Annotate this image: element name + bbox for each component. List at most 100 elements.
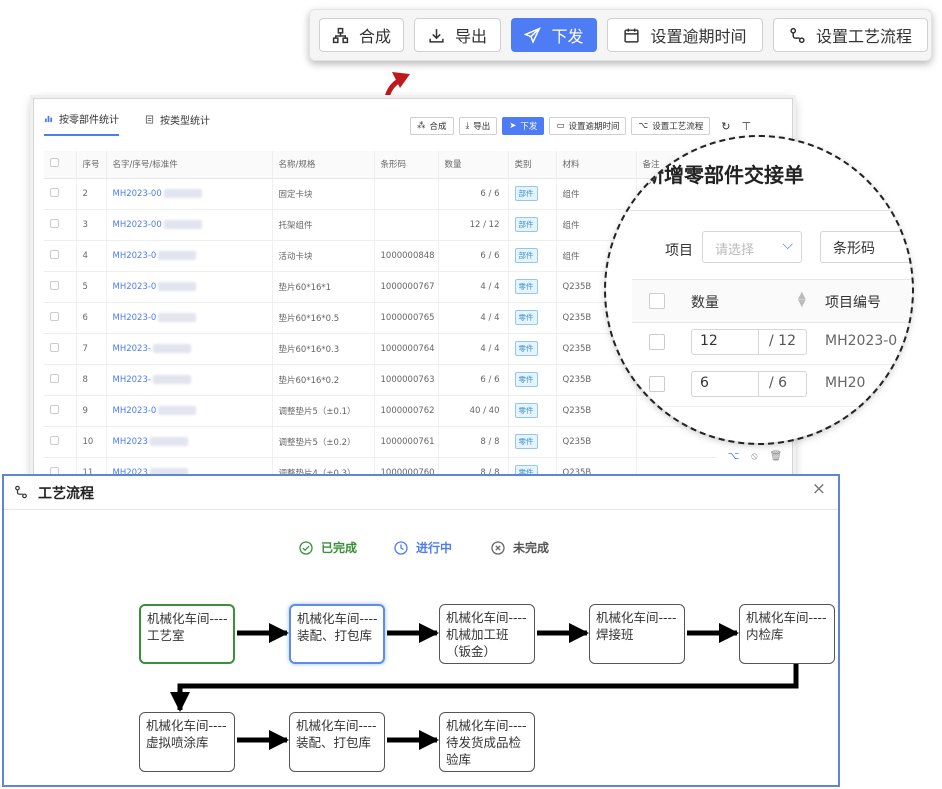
row-checkbox-cell[interactable]: [44, 426, 77, 458]
col-quantity[interactable]: 数量: [438, 151, 509, 179]
flow-node[interactable]: 机械化车间----虚拟喷涂库: [139, 712, 235, 772]
row-checkbox-cell[interactable]: [44, 209, 77, 241]
col-name[interactable]: 名称/规格: [272, 151, 375, 179]
app-toolbar: ⁂合成 ⤓导出 ➤下发 ▭设置逾期时间 ⌥设置工艺流程 ↻ ⊤: [410, 117, 751, 135]
part-code-link[interactable]: MH2023-00: [112, 219, 162, 230]
part-code-cell[interactable]: MH2023-00: [106, 209, 273, 241]
quantity-input[interactable]: 6: [691, 371, 759, 397]
part-code-link[interactable]: MH2023-00: [112, 188, 162, 199]
disable-icon[interactable]: ⦸: [751, 451, 758, 462]
row-checkbox[interactable]: [649, 376, 665, 392]
row-checkbox-cell[interactable]: [44, 395, 77, 427]
export-button[interactable]: 导出: [414, 18, 501, 52]
select-all-cell[interactable]: [44, 151, 77, 179]
quantity-total: / 12: [759, 329, 807, 355]
part-code-cell[interactable]: MH2023-0: [106, 302, 273, 334]
flow-node[interactable]: 机械化车间----内检库: [739, 604, 835, 664]
type-cell: 零件: [508, 333, 557, 365]
part-code-cell[interactable]: MH2023-0: [106, 240, 273, 272]
type-cell: 零件: [508, 395, 557, 427]
refresh-icon[interactable]: ↻: [721, 119, 731, 133]
row-checkbox[interactable]: [50, 373, 59, 383]
flow-node[interactable]: 机械化车间----装配、打包库: [289, 604, 385, 664]
app-merge-button[interactable]: ⁂合成: [410, 117, 454, 135]
part-code-cell[interactable]: MH2023-0: [106, 271, 273, 303]
row-checkbox[interactable]: [649, 334, 665, 350]
part-code-cell[interactable]: MH2023-: [106, 333, 273, 365]
barcode: 1000000762: [374, 395, 439, 427]
row-checkbox-cell[interactable]: [44, 364, 77, 396]
app-set-process-button[interactable]: ⌥设置工艺流程: [631, 117, 711, 135]
part-code-link[interactable]: MH2023-: [112, 374, 151, 385]
row-checkbox[interactable]: [50, 435, 59, 445]
row-checkbox[interactable]: [50, 342, 59, 352]
tab-by-part[interactable]: 按零部件统计: [44, 111, 119, 136]
part-code-link[interactable]: MH2023-0: [112, 405, 157, 416]
part-code-link[interactable]: MH2023-0: [112, 250, 157, 261]
column-settings-icon[interactable]: ⊤: [741, 119, 752, 133]
row-checkbox[interactable]: [50, 404, 59, 414]
sort-icon[interactable]: ▲▼: [798, 290, 806, 309]
quantity-input[interactable]: 12: [691, 329, 759, 355]
select-all-checkbox[interactable]: [649, 293, 665, 309]
flow-node[interactable]: 机械化车间----机械加工班（钣金）: [439, 604, 535, 664]
part-code-cell[interactable]: MH2023-00: [106, 178, 273, 210]
col-type[interactable]: 类别: [508, 151, 557, 179]
col-material[interactable]: 材料: [556, 151, 637, 179]
app-export-label: 导出: [473, 122, 491, 132]
flow-icon[interactable]: ⌥: [727, 451, 740, 462]
dispatch-button[interactable]: 下发: [511, 18, 597, 52]
part-code-link[interactable]: MH2023-: [112, 343, 151, 354]
chevron-down-icon: ⌵: [782, 237, 793, 253]
export-label: 导出: [454, 27, 487, 46]
app-set-overdue-button[interactable]: ▭设置逾期时间: [549, 117, 627, 135]
col-code[interactable]: 名字/序号/标准件: [106, 151, 273, 179]
search-type-select[interactable]: 条形码: [820, 231, 912, 263]
row-checkbox-cell[interactable]: [44, 333, 77, 365]
barcode: 1000000761: [374, 426, 439, 458]
row-checkbox-cell[interactable]: [44, 302, 77, 334]
part-code-cell[interactable]: MH2023: [106, 426, 273, 458]
redacted-text: [163, 188, 202, 198]
flow-node[interactable]: 机械化车间----装配、打包库: [289, 712, 385, 772]
flow-node[interactable]: 机械化车间----工艺室: [139, 604, 235, 664]
dialog-header: 工艺流程 ×: [4, 476, 838, 510]
row-checkbox[interactable]: [50, 187, 59, 197]
row-checkbox-cell[interactable]: [44, 178, 77, 210]
flow-arrow-wrap: [170, 664, 799, 712]
project-select[interactable]: 请选择 ⌵: [702, 231, 802, 263]
row-checkbox-cell[interactable]: [44, 240, 77, 272]
type-cell: 部件: [508, 209, 557, 241]
part-code-link[interactable]: MH2023: [112, 436, 148, 447]
send-icon: [524, 26, 542, 44]
part-code-link[interactable]: MH2023: [112, 467, 148, 478]
merge-button[interactable]: 合成: [319, 18, 404, 52]
row-index: 5: [76, 271, 107, 303]
set-overdue-button[interactable]: 设置逾期时间: [607, 18, 763, 52]
select-all-checkbox[interactable]: [50, 158, 59, 168]
tab-by-type[interactable]: 按类型统计: [145, 111, 210, 136]
trash-icon[interactable]: 🗑: [769, 451, 783, 462]
quantity: 4 / 4: [438, 271, 509, 303]
part-code-link[interactable]: MH2023-0: [112, 281, 157, 292]
flow-node[interactable]: 机械化车间----焊接班: [589, 604, 685, 664]
app-dispatch-button[interactable]: ➤下发: [502, 117, 545, 135]
part-code-cell[interactable]: MH2023-0: [106, 395, 273, 427]
flow-node[interactable]: 机械化车间----待发货成品检验库: [439, 712, 535, 772]
flow-connectors: [170, 623, 799, 750]
row-checkbox[interactable]: [50, 311, 59, 321]
row-checkbox[interactable]: [50, 218, 59, 228]
row-checkbox[interactable]: [50, 280, 59, 290]
part-code-link[interactable]: MH2023-0: [112, 312, 157, 323]
part-code-cell[interactable]: MH2023-: [106, 364, 273, 396]
app-export-button[interactable]: ⤓导出: [458, 117, 498, 135]
set-process-button[interactable]: 设置工艺流程: [773, 18, 928, 52]
close-icon[interactable]: ×: [811, 479, 826, 499]
row-checkbox-cell[interactable]: [44, 271, 77, 303]
row-checkbox[interactable]: [50, 249, 59, 259]
document-icon: [145, 115, 154, 124]
quantity: 4 / 4: [438, 333, 509, 365]
col-barcode[interactable]: 条形码: [374, 151, 439, 179]
